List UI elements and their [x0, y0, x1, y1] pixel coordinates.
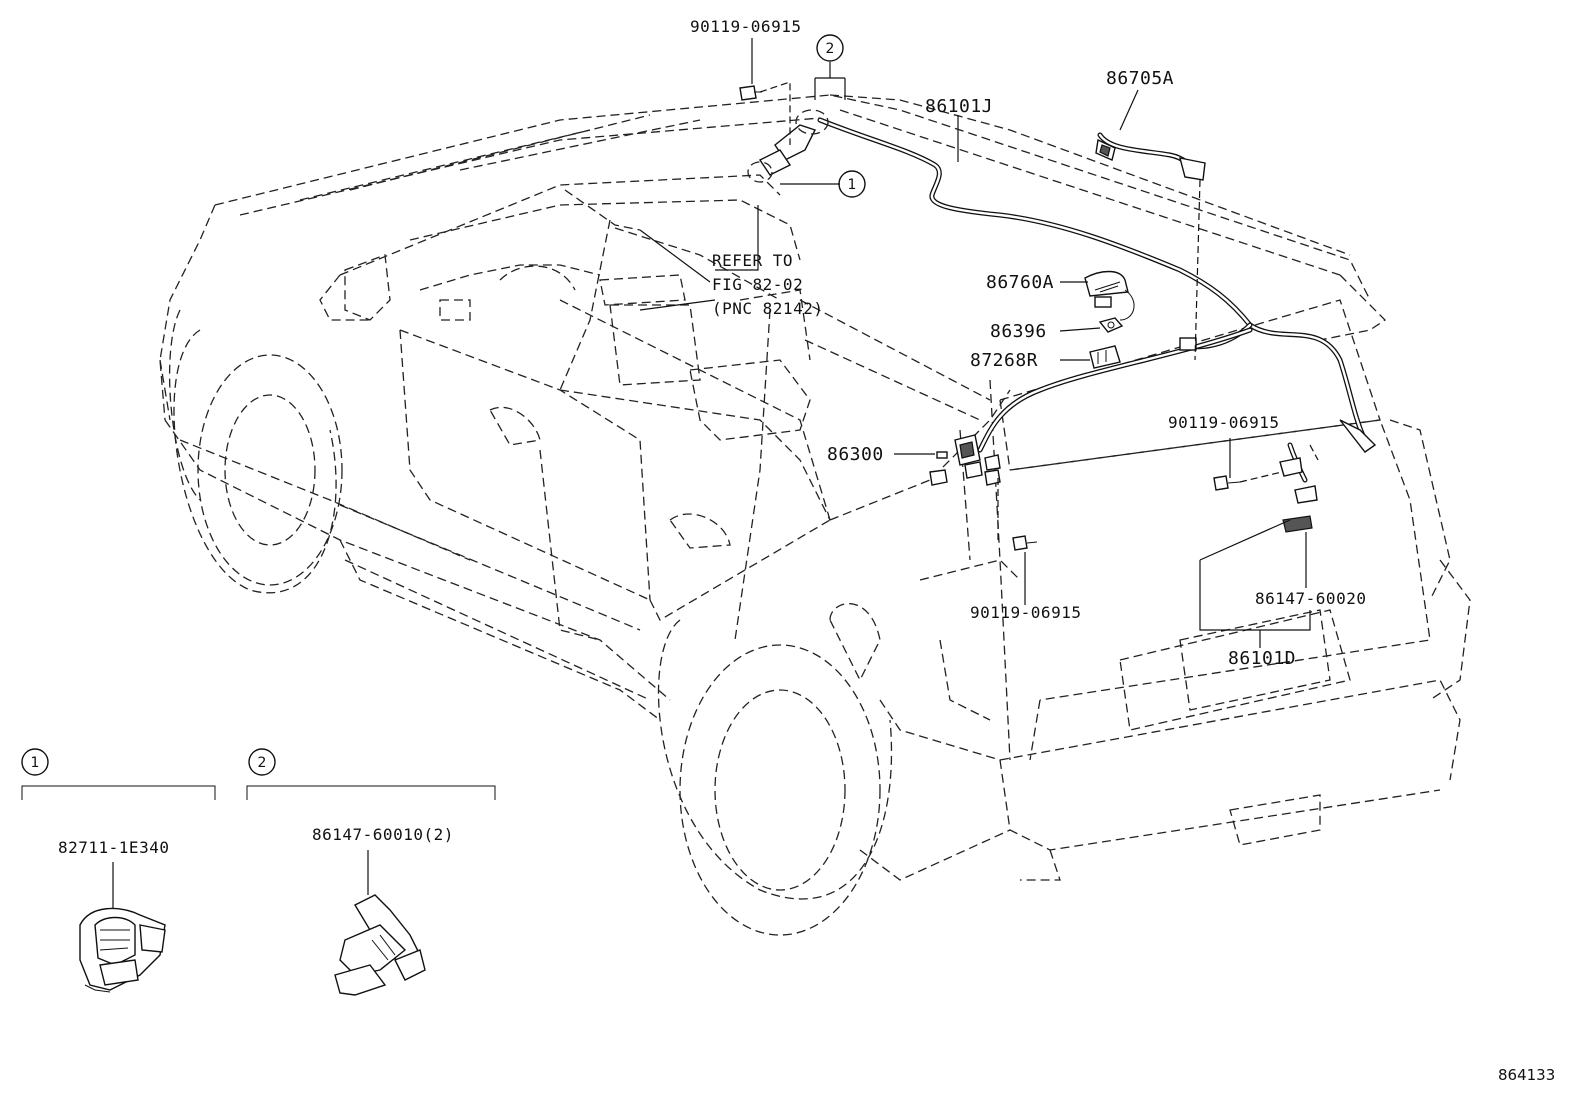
label-87268R: 87268R: [970, 350, 1038, 371]
label-90119-06915-top: 90119-06915: [690, 17, 801, 36]
connector-82711-1E340-icon: [79, 907, 166, 993]
label-86760A: 86760A: [986, 272, 1054, 293]
label-86101D: 86101D: [1228, 648, 1296, 669]
label-90119-06915-right: 90119-06915: [1168, 413, 1279, 432]
label-86300: 86300: [827, 444, 884, 465]
refer-note: REFER TO FIG 82-02 (PNC 82142): [712, 251, 823, 318]
antenna-86760A-icon: [1084, 270, 1135, 321]
leader-lines: [639, 38, 1311, 648]
svg-text:REFER TO: REFER TO: [712, 251, 793, 270]
label-86147-60020: 86147-60020: [1255, 589, 1366, 608]
svg-text:(PNC 82142): (PNC 82142): [712, 299, 823, 318]
inset-2: 2 86147-60010(2): [246, 748, 496, 996]
harness-86705A-icon: [1095, 132, 1206, 181]
bolt-lower-icon: [1012, 535, 1038, 551]
svg-text:1: 1: [848, 177, 857, 193]
label-86101J: 86101J: [925, 96, 993, 117]
bolt-right-icon: [1213, 469, 1291, 491]
callout-1-main: 1: [838, 170, 866, 198]
inset-1: 1 82711-1E340: [21, 748, 216, 993]
pad-86396-icon: [1098, 317, 1124, 333]
label-86147-60010: 86147-60010(2): [312, 825, 454, 844]
part-86300-icon: [929, 434, 1001, 540]
label-86705A: 86705A: [1106, 68, 1174, 89]
figure-number: 864133: [1498, 1066, 1555, 1084]
clamp-87268R-icon: [1089, 345, 1121, 369]
label-82711-1E340: 82711-1E340: [58, 838, 169, 857]
roof-harness-86101J: [747, 109, 1377, 453]
vehicle-outline: [159, 94, 1471, 936]
clamp-86147-60010-icon: [334, 894, 426, 996]
label-90119-06915-lower: 90119-06915: [970, 603, 1081, 622]
bolt-top-icon: [739, 81, 791, 145]
svg-text:FIG 82-02: FIG 82-02: [712, 275, 803, 294]
svg-text:2: 2: [826, 41, 835, 57]
callout-2-main: 2: [816, 34, 844, 62]
label-86396: 86396: [990, 321, 1047, 342]
svg-text:2: 2: [258, 755, 267, 771]
svg-text:1: 1: [31, 755, 40, 771]
harness-86101D-icon: [1194, 179, 1319, 533]
